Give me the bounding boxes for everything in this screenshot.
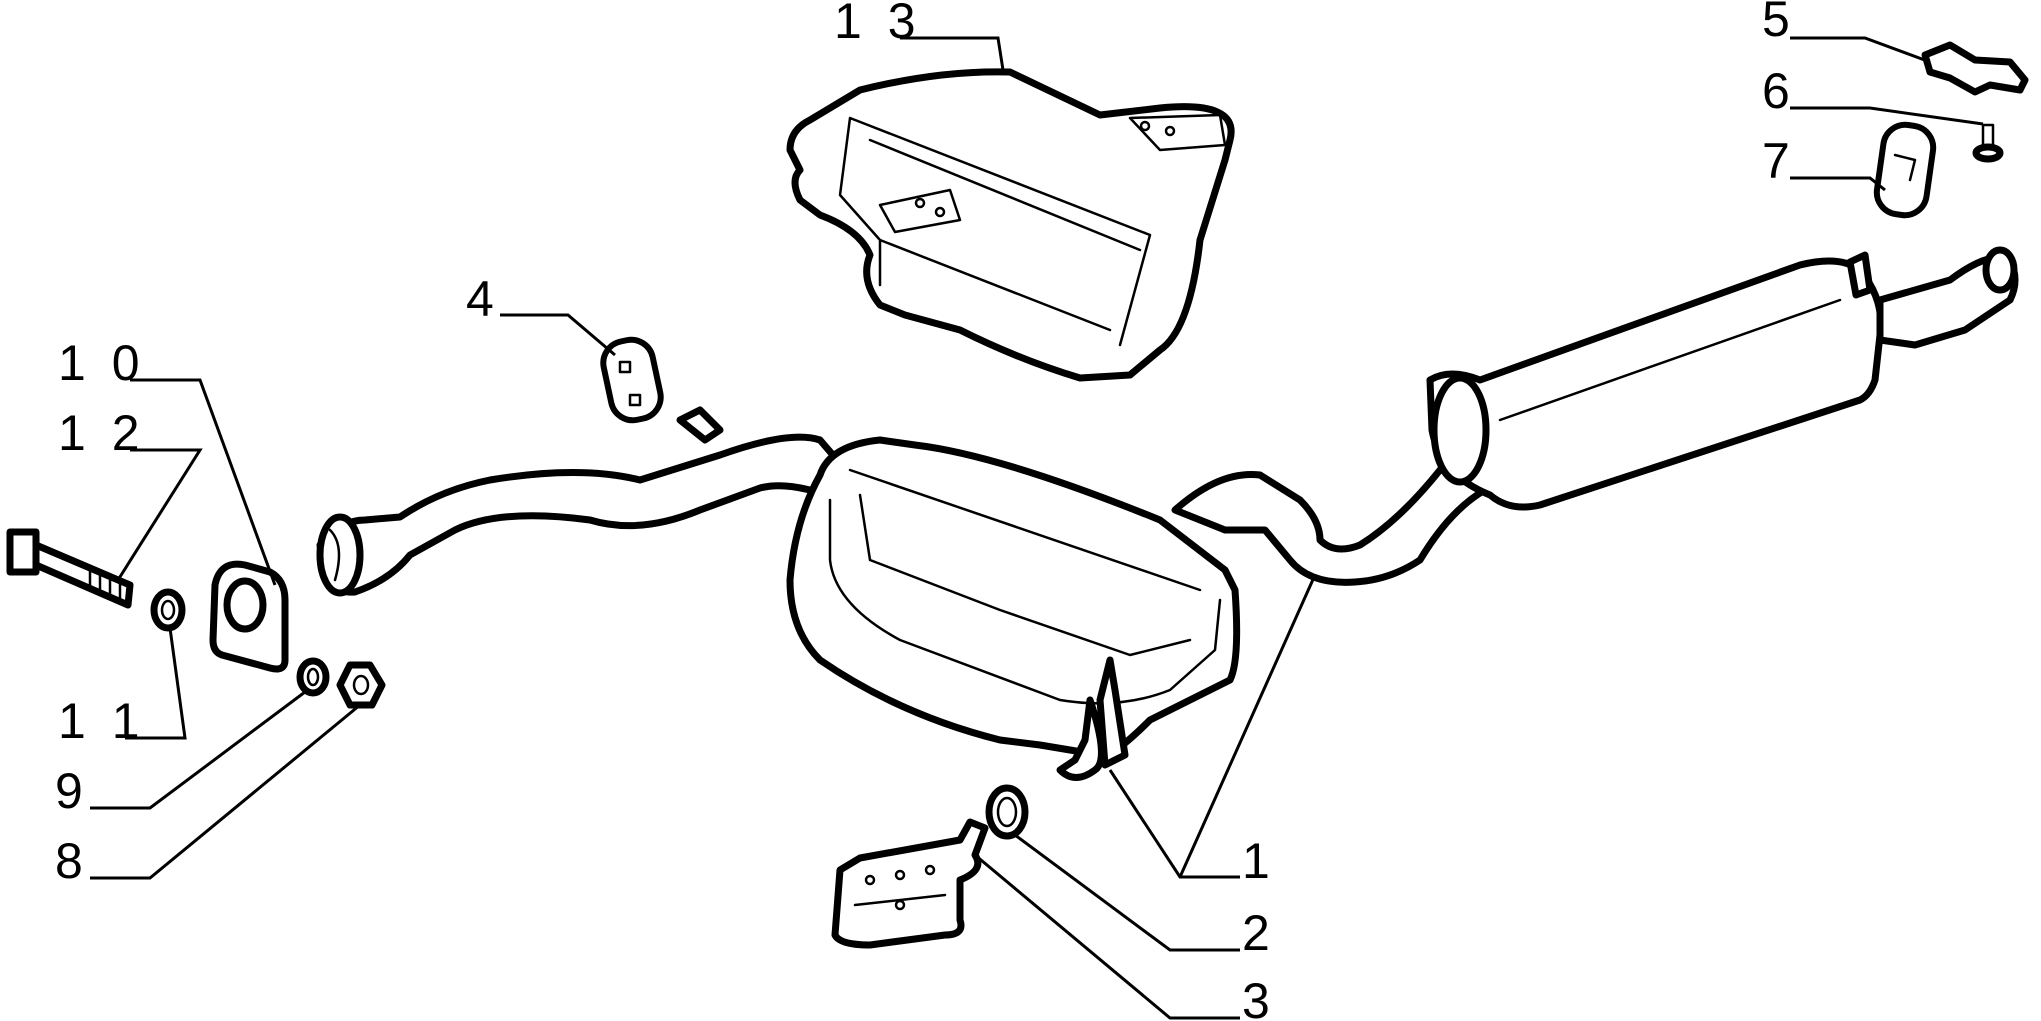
leader-line-1b	[1178, 574, 1317, 878]
heat-shield-part	[786, 68, 1235, 382]
callout-5: 5	[1762, 0, 1796, 47]
leader-line-3	[974, 853, 1240, 1020]
callout-12: 1 2	[58, 405, 146, 461]
hex-nut-part	[336, 661, 386, 709]
callout-10: 1 0	[58, 335, 146, 391]
callout-2: 2	[1242, 905, 1276, 961]
callout-7: 7	[1762, 133, 1796, 189]
leader-line-10	[130, 378, 277, 586]
leader-line-5	[1790, 36, 1931, 64]
long-bolt-part	[6, 528, 134, 609]
leader-lines	[90, 36, 1984, 1020]
leader-line-11	[125, 627, 187, 740]
callout-11: 1 1	[58, 693, 146, 749]
spring-washer-part	[296, 657, 330, 697]
leader-line-7	[1790, 176, 1886, 192]
exhaust-pipe-assembly-part	[316, 246, 2019, 781]
leader-line-2	[1014, 833, 1240, 952]
callout-labels: 1 3 5 6 7 4 1 0 1 2 1 1 9 8 1 2 3	[55, 0, 1796, 1021]
leader-line-4	[500, 313, 616, 357]
callout-1: 1	[1242, 833, 1276, 889]
clip-bracket-part	[1921, 41, 2029, 96]
bracket-plate-part	[831, 818, 989, 949]
rear-rubber-hanger-part	[1873, 121, 1937, 219]
callout-13: 1 3	[834, 0, 922, 49]
leader-line-8	[90, 703, 361, 880]
callout-8: 8	[55, 833, 89, 889]
callout-6: 6	[1762, 63, 1796, 119]
callout-4: 4	[466, 271, 500, 327]
callout-9: 9	[55, 763, 89, 819]
callout-3: 3	[1242, 973, 1276, 1021]
leader-line-13	[900, 36, 1005, 71]
rubber-hanger-part	[600, 336, 664, 424]
flat-washer-part	[150, 588, 186, 632]
gasket-ring-part	[985, 784, 1029, 840]
leader-line-12	[116, 448, 203, 581]
rubber-mount-part	[209, 560, 289, 673]
leader-line-9	[90, 690, 306, 810]
small-bolt-part	[1972, 123, 2004, 163]
leader-line-6	[1790, 106, 1984, 126]
